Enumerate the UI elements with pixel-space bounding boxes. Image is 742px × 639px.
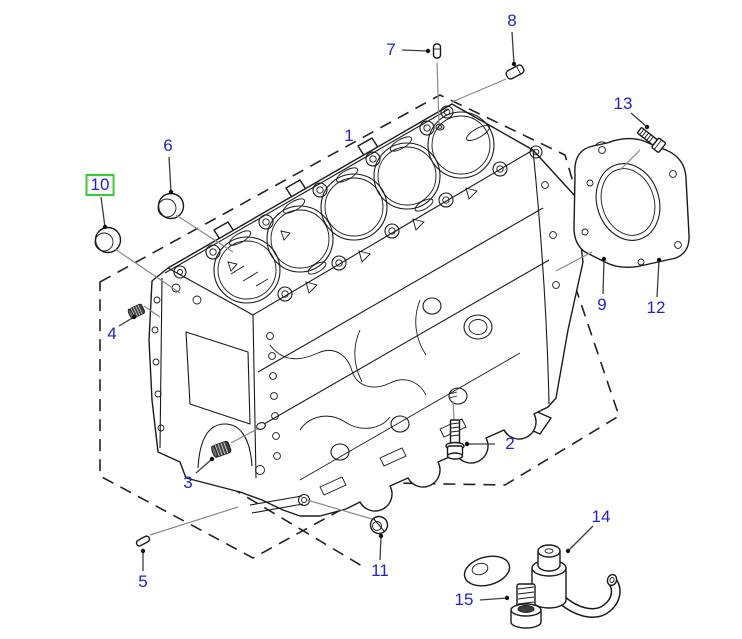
callout-14[interactable]: 14: [591, 507, 611, 526]
engine-block: [148, 103, 584, 517]
dowel-pin-7: [432, 43, 442, 59]
leader-line-3: [195, 458, 213, 474]
bolt-15: [510, 583, 542, 629]
leader-line-13: [630, 112, 648, 128]
callout-9[interactable]: 9: [597, 295, 607, 314]
leader-line-9: [602, 258, 605, 295]
callout-3[interactable]: 3: [183, 473, 193, 492]
leader-dot-3: [209, 456, 215, 462]
plug-3: [211, 440, 232, 458]
core-plug-10: [94, 226, 122, 254]
callout-13[interactable]: 13: [613, 94, 633, 113]
leader-dot-4: [131, 314, 137, 320]
leader-dot-13: [644, 124, 650, 130]
leader-dot-2: [464, 441, 470, 447]
leader-line-4: [118, 316, 135, 327]
callout-12[interactable]: 12: [646, 298, 666, 317]
leader-dot-10: [102, 224, 108, 230]
leader-dot-6: [168, 189, 174, 195]
leader-line-11: [379, 535, 382, 561]
leader-dot-14: [565, 548, 571, 554]
core-plug-6: [157, 192, 185, 220]
oil-jet-14: [463, 544, 621, 618]
leader-dot-5: [140, 548, 146, 554]
leader-dot-11: [378, 533, 384, 539]
leader-line-7: [401, 49, 429, 52]
callout-4[interactable]: 4: [107, 324, 117, 343]
callout-15[interactable]: 15: [454, 590, 474, 609]
callout-10[interactable]: 10: [85, 174, 115, 196]
callout-11[interactable]: 11: [371, 561, 389, 580]
callout-2[interactable]: 2: [505, 434, 515, 453]
dashed-boundary: [99, 94, 620, 567]
leader-dot-9: [601, 256, 607, 262]
leader-dot-12: [656, 257, 662, 263]
leader-dot-7: [425, 48, 431, 54]
callout-1[interactable]: 1: [344, 126, 354, 145]
leader-dot-8: [511, 61, 517, 67]
dowel-8: [505, 64, 525, 80]
leader-line-10: [100, 196, 106, 228]
callout-7[interactable]: 7: [386, 40, 396, 59]
callout-6[interactable]: 6: [163, 136, 173, 155]
bolt-2: [445, 391, 465, 460]
leader-line-12: [656, 259, 660, 298]
pin-5: [135, 535, 151, 547]
leader-line-14: [567, 525, 594, 552]
leader-line-6: [168, 156, 172, 193]
plug-4: [127, 303, 146, 319]
callout-8[interactable]: 8: [507, 11, 517, 30]
callout-5[interactable]: 5: [138, 572, 148, 591]
head-bolt-holes: [173, 105, 543, 302]
skirt-details: [257, 181, 560, 496]
leader-line-8: [511, 31, 515, 65]
installation-lines: [114, 62, 641, 536]
rear-seal-plate-12: [573, 137, 690, 269]
seal-ring-11: [369, 515, 389, 535]
leader-line-15: [479, 597, 508, 601]
leader-dot-15: [504, 595, 510, 601]
cylinder-bores: [213, 111, 495, 304]
callout-leaders: [100, 31, 662, 601]
bolt-13: [636, 127, 667, 153]
coolant-slots: [227, 123, 490, 294]
